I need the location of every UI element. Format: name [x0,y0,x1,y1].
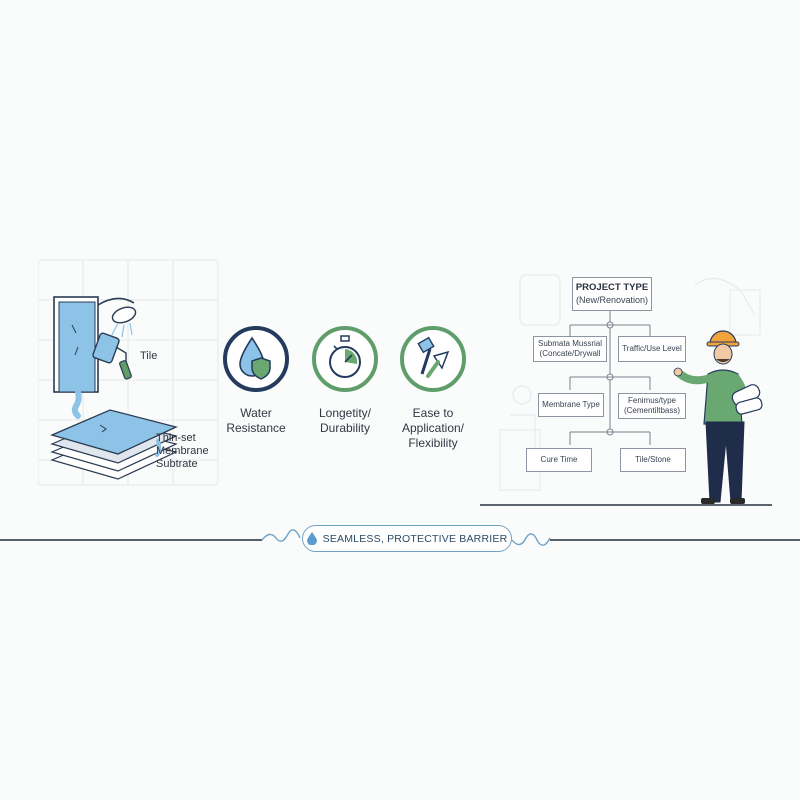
feature-line: Longetity/ [318,406,372,420]
membrane-label: Membrane [156,445,209,457]
node-line: Cure Time [540,455,578,464]
node-line: Tile/Stone [635,455,671,464]
node-line: Traffic/Use Level [622,344,682,353]
feature-line: Application/ [401,421,465,435]
node-title: PROJECT TYPE [575,282,649,293]
flow-node-membrane-type: Membrane Type [538,393,604,417]
tile-label: Tile [140,350,158,362]
node-line: (Cementiltbass) [623,406,680,415]
banner-pill: SEAMLESS, PROTECTIVE BARRIER [302,525,512,552]
construction-worker [670,326,770,511]
node-line: (Concate/Drywall [539,349,601,358]
node-line: Fenimus/type [627,396,677,405]
water-drop-icon [306,532,317,545]
flow-node-traffic: Traffic/Use Level [618,336,686,362]
feature-water-resistance: Water Resistance [201,324,311,436]
water-shield-icon [221,324,291,394]
flow-node-cure-time: Cure Time [526,448,592,472]
banner-rule [0,525,800,555]
flow-node-project-type: PROJECT TYPE (New/Renovation) [572,277,652,311]
feature-line: Resistance [226,421,286,435]
worker-figure [673,330,763,504]
shower-layers-drawing [38,259,219,486]
feature-line: Water [240,406,272,420]
substrate-label: Subtrate [156,458,198,470]
feature-ease-of-application: Ease to Application/ Flexibility [378,324,488,451]
trowel-brush-icon [398,324,468,394]
waterproofing-illustration [38,255,238,495]
flow-node-substrate: Submata Mussrial (Concate/Drywall [533,336,607,362]
flow-node-tile-stone: Tile/Stone [620,448,686,472]
feature-longevity: Longetity/ Durability [290,324,400,436]
flow-node-fenimus: Fenimus/type (Cementiltbass) [618,393,686,419]
flowchart-connectors [480,265,780,515]
banner-text: SEAMLESS, PROTECTIVE BARRIER [322,532,508,545]
feature-line: Flexibility [408,436,458,450]
thinset-label: Thin-set [156,432,196,444]
feature-line: Ease to [412,406,454,420]
node-subtitle: (New/Renovation) [575,295,649,305]
feature-line: Durability [319,421,370,435]
node-line: Membrane Type [542,400,600,409]
stopwatch-icon [310,324,380,394]
node-line: Submata Mussrial [537,339,603,348]
